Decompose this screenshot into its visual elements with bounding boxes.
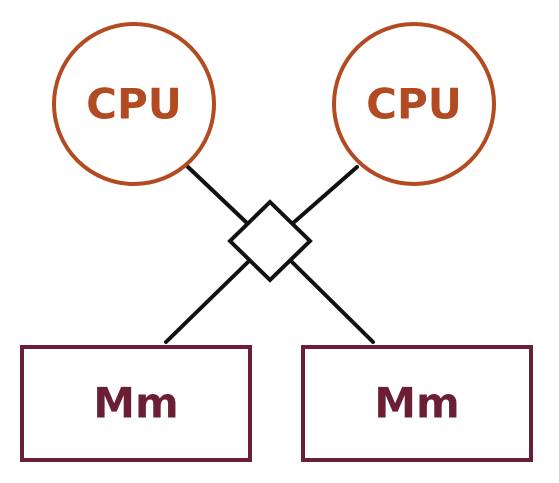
link-cpu-left-switch	[186, 165, 250, 226]
cpu-label: CPU	[86, 80, 182, 129]
memory-node-right: Mm	[301, 345, 533, 462]
memory-box	[301, 345, 533, 462]
memory-node-left: Mm	[20, 345, 252, 462]
cpu-node-right: CPU	[332, 22, 496, 186]
links	[164, 165, 375, 344]
link-switch-memory-left	[164, 260, 250, 344]
cpu-node-left: CPU	[52, 22, 216, 186]
link-cpu-right-switch	[290, 165, 359, 226]
memory-label: Mm	[374, 379, 460, 428]
cpu-circle	[332, 22, 496, 186]
memory-label: Mm	[93, 379, 179, 428]
link-switch-memory-right	[290, 260, 375, 344]
cpu-circle	[52, 22, 216, 186]
switch-diamond	[227, 199, 313, 283]
cpu-label: CPU	[366, 80, 462, 129]
memory-box	[20, 345, 252, 462]
